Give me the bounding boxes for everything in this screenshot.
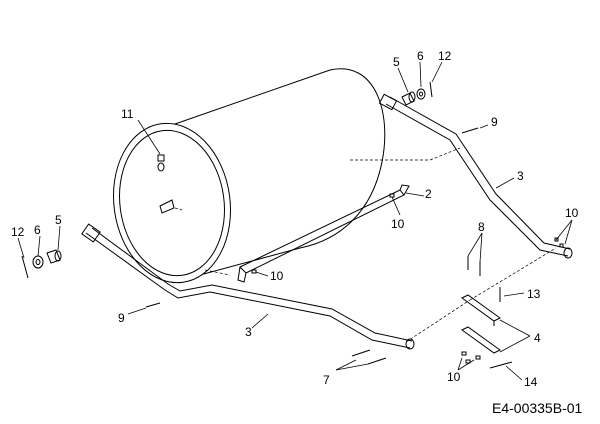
callout-13: 13 [527, 287, 541, 301]
callout-2: 2 [425, 187, 432, 201]
callout-8: 8 [478, 220, 485, 234]
callout-11: 11 [121, 107, 134, 121]
callout-6-top: 6 [417, 49, 424, 63]
callout-12-left: 12 [11, 225, 25, 239]
callout-7: 7 [323, 373, 330, 387]
callout-4: 4 [534, 331, 541, 345]
assembly-guide-lines [174, 147, 557, 343]
callout-10-right: 10 [565, 206, 579, 220]
scraper-bar [237, 184, 410, 283]
connector-plates [461, 294, 501, 354]
bolts-and-nuts [145, 127, 564, 365]
callout-6-left: 6 [34, 223, 41, 237]
callout-3-right: 3 [517, 169, 524, 183]
left-handle-frame [81, 223, 415, 350]
axle-hardware-top [401, 81, 433, 106]
drawing-code: E4-00335B-01 [492, 400, 583, 416]
drain-plug [157, 154, 165, 172]
callout-12-top: 12 [438, 49, 452, 63]
callout-3-left: 3 [245, 325, 252, 339]
hitch-pin [489, 361, 513, 369]
axle-hardware-left [21, 249, 62, 279]
callout-14: 14 [524, 375, 538, 389]
roller-drum [112, 68, 386, 284]
right-handle-frame [378, 93, 573, 259]
callout-5-top: 5 [393, 55, 400, 69]
callouts: 5 6 12 11 9 3 2 10 10 8 12 6 5 10 13 9 3… [11, 49, 579, 389]
leader-lines [17, 61, 573, 381]
callout-9-top: 9 [491, 115, 498, 129]
callout-5-left: 5 [55, 213, 62, 227]
callout-10-bottom-bracket: 10 [270, 269, 284, 283]
callout-10-bracket: 10 [391, 217, 405, 231]
callout-10-plates: 10 [447, 370, 461, 384]
callout-9-left: 9 [118, 311, 125, 325]
